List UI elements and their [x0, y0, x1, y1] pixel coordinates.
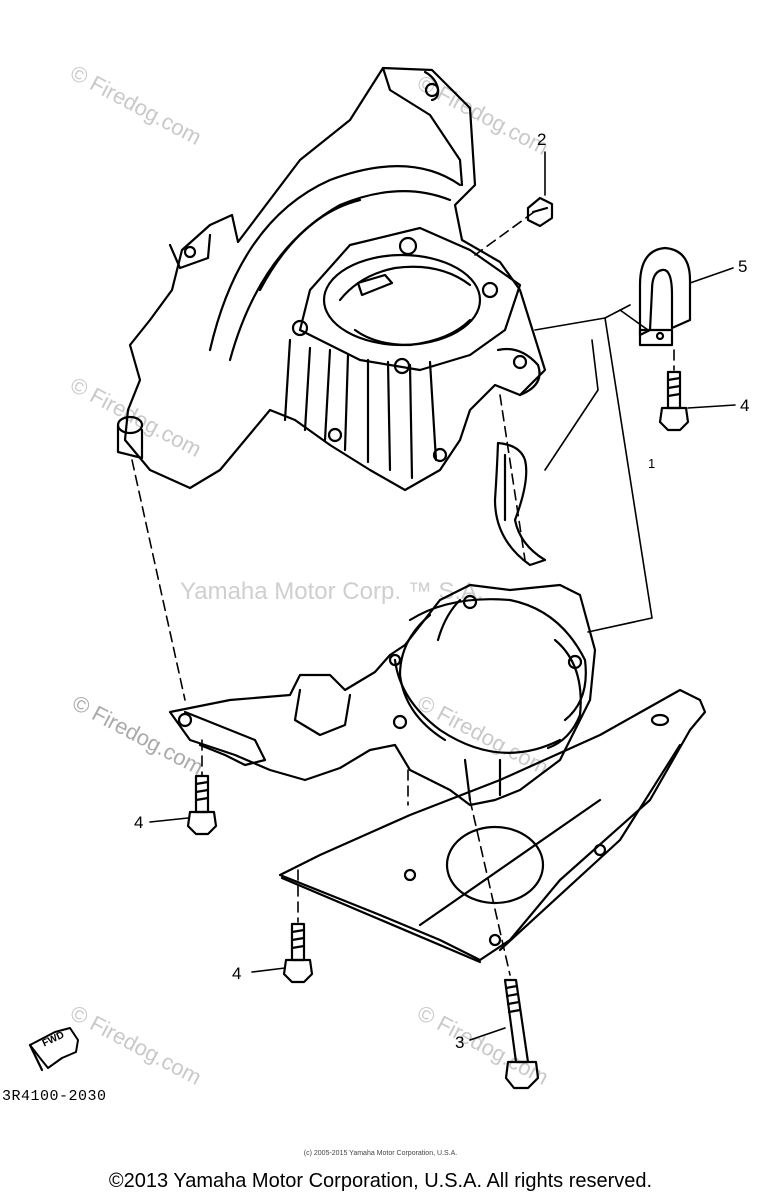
bolt-3-drawing [503, 978, 540, 1090]
diagram-code: 3R4100-2030 [2, 1088, 107, 1105]
bolt-4-left-drawing [186, 774, 218, 836]
part-1-bracket [534, 304, 653, 633]
bottom-plate-drawing [278, 688, 707, 964]
footer-copyright: ©2013 Yamaha Motor Corporation, U.S.A. A… [108, 1170, 653, 1192]
bolt-4-upper-drawing [658, 370, 690, 432]
callout-part-3[interactable]: 3 [455, 1033, 465, 1052]
leader-lines [149, 151, 736, 1041]
callout-part-1[interactable]: 1 [648, 456, 656, 471]
clamp-5-drawing [638, 246, 692, 347]
callout-part-2[interactable]: 2 [537, 130, 547, 149]
callout-part-4-upper[interactable]: 4 [740, 396, 750, 415]
bolt-4-mid-drawing [282, 922, 314, 984]
watermark-center: Yamaha Motor Corp. ™ S.A. [180, 578, 484, 605]
fwd-arrow-icon [28, 1027, 79, 1072]
upper-crankcase-drawing [116, 66, 547, 492]
lower-crankcase-drawing [168, 441, 597, 807]
assembly-lines [131, 211, 675, 976]
callout-part-5[interactable]: 5 [738, 257, 748, 276]
small-copyright: (c) 2005-2015 Yamaha Motor Corporation, … [303, 1150, 458, 1157]
callout-part-4-left[interactable]: 4 [134, 813, 144, 832]
callout-part-4-mid[interactable]: 4 [232, 964, 242, 983]
bolt-2-drawing [526, 196, 554, 228]
